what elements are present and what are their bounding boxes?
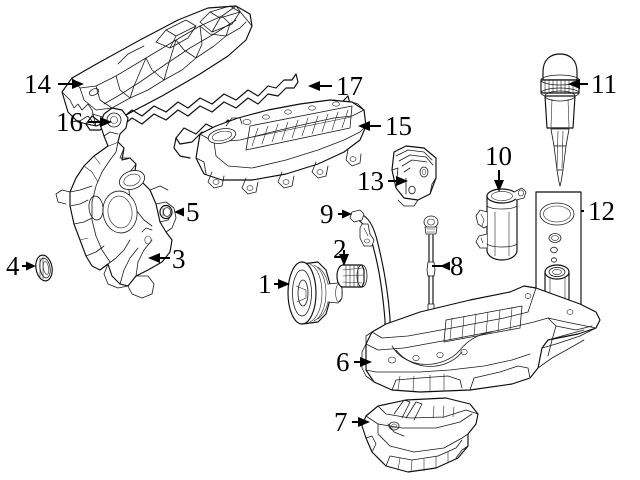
- part-cylinder-head-cover: [195, 99, 367, 195]
- callout-number-13: 13: [357, 166, 384, 196]
- callout-number-9: 9: [320, 199, 334, 229]
- callout-number-2: 2: [333, 234, 347, 264]
- callout-number-15: 15: [385, 111, 412, 141]
- callout-number-7: 7: [334, 407, 348, 437]
- callout-number-5: 5: [186, 197, 200, 227]
- callout-number-3: 3: [172, 244, 186, 274]
- part-plug-cap: [159, 204, 173, 220]
- callout-number-1: 1: [258, 269, 272, 299]
- part-oil-level-dipstick: [423, 215, 439, 323]
- leader-lines: [22, 79, 588, 427]
- callout-number-16: 16: [56, 107, 83, 137]
- part-lower-oil-pan: [361, 397, 479, 473]
- callout-number-14: 14: [24, 69, 51, 99]
- callout-number-8: 8: [450, 251, 464, 281]
- callout-number-12: 12: [588, 196, 615, 226]
- part-oil-filter-housing: [475, 187, 527, 261]
- callout-number-10: 10: [485, 141, 512, 171]
- part-camshaft-position-sensor-cover: [391, 145, 437, 207]
- part-timing-case-cover: [55, 107, 177, 299]
- part-dipstick-guide-tube: [349, 209, 391, 347]
- part-front-crankshaft-seal: [35, 254, 53, 282]
- part-upper-oil-pan: [361, 285, 601, 393]
- part-crankshaft-bolt: [336, 264, 368, 288]
- part-oil-filter-cap: [540, 53, 580, 187]
- callout-number-4: 4: [6, 251, 20, 281]
- part-crankshaft-pulley-damper: [287, 261, 343, 325]
- callout-number-17: 17: [336, 71, 363, 101]
- callout-number-6: 6: [336, 347, 350, 377]
- callout-number-11: 11: [591, 69, 617, 99]
